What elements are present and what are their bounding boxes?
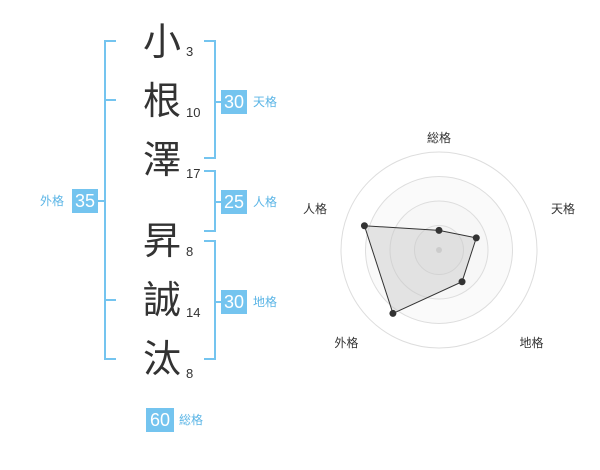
chikaku-bracket-bottom <box>204 358 216 360</box>
jinkaku-label: 人格 <box>253 195 278 209</box>
jinkaku-score: 25 <box>221 190 247 214</box>
name-char-2: 根 <box>142 79 181 123</box>
stroke-count-6: 8 <box>186 366 194 381</box>
gaikaku-bracket-bottom <box>104 358 116 360</box>
name-char-1: 小 <box>142 20 181 64</box>
stroke-count-1: 3 <box>186 44 194 59</box>
radar-point-2 <box>472 234 480 242</box>
gaikaku-label: 外格 <box>40 194 65 208</box>
gaikaku-bracket-connector <box>98 200 106 202</box>
stroke-count-4: 8 <box>186 244 194 259</box>
radar-point-3 <box>458 278 466 286</box>
radar-point-5 <box>360 222 368 230</box>
tenkaku-score: 30 <box>221 90 247 114</box>
radar-center-dot <box>436 247 442 253</box>
chikaku-bracket-vertical <box>214 240 216 360</box>
name-char-4: 昇 <box>142 219 181 263</box>
chikaku-label: 地格 <box>253 295 278 309</box>
jinkaku-bracket-top <box>204 170 216 172</box>
stroke-count-2: 10 <box>186 105 201 120</box>
tenkaku-bracket-vertical <box>214 40 216 159</box>
tenkaku-bracket-connector <box>214 101 222 103</box>
tenkaku-label: 天格 <box>253 95 278 109</box>
radar-axis-label-4: 外格 <box>334 335 358 350</box>
chikaku-bracket-top <box>204 240 216 242</box>
soukaku-label: 総格 <box>179 413 204 427</box>
jinkaku-bracket-connector <box>214 201 222 203</box>
radar-axis-label-3: 地格 <box>520 335 544 350</box>
gaikaku-bracket-mid2 <box>104 299 116 301</box>
jinkaku-bracket-bottom <box>204 230 216 232</box>
gaikaku-score: 35 <box>72 189 98 213</box>
radar-point-4 <box>389 309 397 317</box>
gaikaku-bracket-mid1 <box>104 99 116 101</box>
chikaku-score: 30 <box>221 290 247 314</box>
soukaku-score: 60 <box>146 408 174 432</box>
tenkaku-bracket-top <box>204 40 216 42</box>
radar-point-1 <box>435 226 443 234</box>
tenkaku-bracket-bottom <box>204 157 216 159</box>
gaikaku-bracket-top <box>104 40 116 42</box>
radar-axis-label-1: 総格 <box>427 130 451 145</box>
stroke-count-5: 14 <box>186 305 201 320</box>
radar-axis-label-5: 人格 <box>303 201 327 216</box>
chikaku-bracket-connector <box>214 301 222 303</box>
radar-axis-label-2: 天格 <box>551 201 575 216</box>
name-char-5: 誠 <box>142 278 181 322</box>
radar-series-polygon <box>363 225 477 315</box>
name-char-3: 澤 <box>142 138 181 182</box>
stroke-count-3: 17 <box>186 166 201 181</box>
name-char-6: 汰 <box>142 337 181 381</box>
